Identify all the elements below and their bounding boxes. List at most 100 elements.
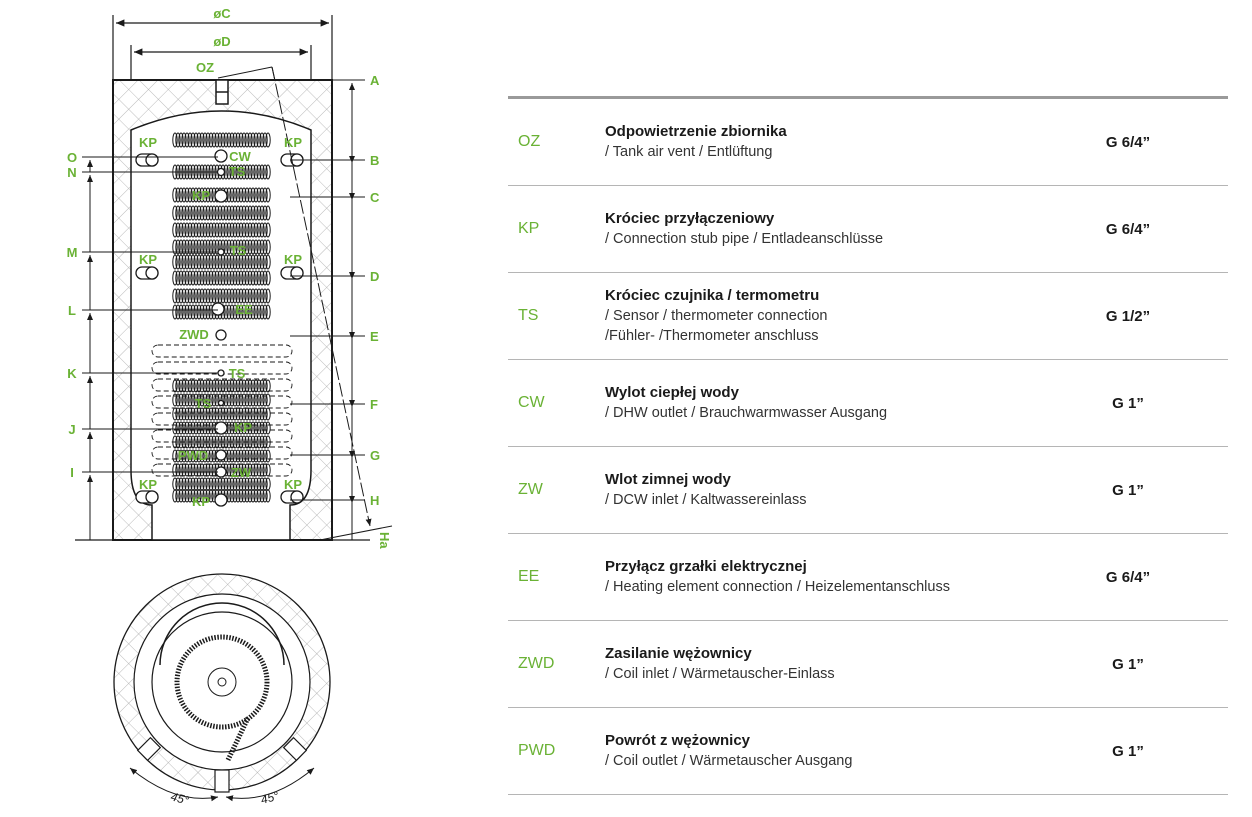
tilt-height-label: Ha: [377, 532, 392, 549]
row-title: Przyłącz grzałki elektrycznej: [605, 558, 807, 575]
row-description: Zasilanie wężownicy / Coil inlet / Wärmet…: [605, 621, 835, 707]
table-row: PWD Powrót z wężownicy / Coil outlet / Wär…: [508, 708, 1228, 795]
row-title: Wylot ciepłej wody: [605, 384, 739, 401]
row-code: ZW: [518, 481, 543, 498]
row-code: ZWD: [518, 655, 555, 672]
table-row: ZWD Zasilanie wężownicy / Coil inlet / Wär…: [508, 621, 1228, 708]
height-label-g: G: [370, 448, 380, 463]
height-label-b: B: [370, 153, 379, 168]
row-subtitle: / Coil outlet / Wärmetauscher Ausgang: [605, 753, 853, 769]
port-label-pwd: PWD: [178, 448, 208, 463]
heat-exchanger-coils: [151, 132, 293, 503]
row-code: OZ: [518, 133, 541, 150]
row-thread-size: G 1”: [1112, 742, 1144, 760]
row-description: Przyłącz grzałki elektrycznej / Heating e…: [605, 534, 950, 620]
port-label-kp: KP: [284, 252, 302, 267]
table-row: CW Wylot ciepłej wody / DHW outlet / Brauc…: [508, 360, 1228, 447]
port-circle: [214, 493, 228, 507]
height-label-k: K: [67, 366, 77, 381]
row-title: Zasilanie wężownicy: [605, 645, 752, 662]
row-description: Odpowietrzenie zbiornika/ Tank air vent …: [605, 99, 787, 185]
diameter-d-label: øD: [213, 34, 230, 49]
row-code: CW: [518, 394, 545, 411]
row-subtitle: / Heating element connection / Heizeleme…: [605, 579, 950, 595]
table-row: OZ Odpowietrzenie zbiornika/ Tank air ven…: [508, 99, 1228, 186]
table-row: KP Króciec przyłączeniowy / Connection stu…: [508, 186, 1228, 273]
row-thread-size: G 1”: [1112, 655, 1144, 673]
table-row: EE Przyłącz grzałki elektrycznej / Heating…: [508, 534, 1228, 621]
port-circle: [214, 149, 228, 163]
port-circle: [216, 167, 226, 177]
height-label-c: C: [370, 190, 380, 205]
oz-label: OZ: [196, 60, 214, 75]
row-title: Powrót z wężownicy: [605, 732, 751, 749]
table-row: ZW Wlot zimnej wody / DCW inlet / Kaltwass…: [508, 447, 1228, 534]
port-label-ts: TS: [195, 396, 212, 411]
row-code: EE: [518, 568, 540, 585]
height-label-l: L: [68, 303, 76, 318]
port-circle: [217, 248, 225, 256]
height-label-f: F: [370, 397, 378, 412]
tank-technical-drawing: øC øD OZ Ha 45° 45° KP KP: [67, 6, 393, 808]
row-title: Króciec przyłączeniowy: [605, 210, 775, 227]
port-label-zwd: ZWD: [179, 327, 209, 342]
port-label-kp: KP: [234, 420, 252, 435]
height-label-m: M: [67, 245, 78, 260]
row-description: Króciec przyłączeniowy / Connection stub …: [605, 186, 883, 272]
row-thread-size: G 6/4”: [1105, 220, 1151, 238]
diameter-c-label: øC: [213, 6, 231, 21]
height-label-o: O: [67, 150, 77, 165]
port-label-cw: CW: [229, 149, 251, 164]
row-thread-size: G 1/2”: [1105, 307, 1151, 325]
height-label-h: H: [370, 493, 379, 508]
port-circle: [215, 329, 227, 341]
row-thread-size: G 6/4”: [1105, 568, 1151, 586]
row-code: TS: [518, 307, 539, 324]
row-title: Króciec czujnika / termometru: [605, 287, 820, 304]
port-label-ts: TS: [229, 366, 246, 381]
row-description: Wlot zimnej wody / DCW inlet / Kaltwasser…: [605, 447, 806, 533]
angle-label-left: 45°: [169, 789, 190, 807]
height-label-e: E: [370, 329, 379, 344]
row-code: KP: [518, 220, 540, 237]
port-circle: [214, 189, 228, 203]
height-label-i: I: [70, 465, 74, 480]
row-code: PWD: [518, 742, 556, 759]
row-subtitle: / Sensor / thermometer connection: [605, 308, 828, 324]
port-label-kp: KP: [284, 135, 302, 150]
table-row: TS Króciec czujnika / termometru / Sensor …: [508, 273, 1228, 360]
port-circle: [211, 302, 225, 316]
height-label-n: N: [67, 165, 76, 180]
port-label-kp: KP: [139, 135, 157, 150]
port-label-ts: TS: [230, 243, 247, 258]
port-label-kp: KP: [192, 494, 210, 509]
row-subtitle: / DCW inlet / Kaltwassereinlass: [605, 492, 807, 508]
port-label-kp: KP: [139, 477, 157, 492]
row-title: Wlot zimnej wody: [605, 471, 731, 488]
row-thread-size: G 1”: [1112, 481, 1144, 499]
port-label-kp: KP: [284, 477, 302, 492]
row-subtitle: / Coil inlet / Wärmetauscher-Einlass: [605, 666, 835, 682]
row-description: Wylot ciepłej wody / DHW outlet / Brauchw…: [605, 360, 887, 446]
height-label-a: A: [370, 73, 380, 88]
height-label-d: D: [370, 269, 379, 284]
row-title: Odpowietrzenie zbiornika: [605, 123, 787, 140]
table-top-rule: [508, 96, 1228, 99]
connections-table: OZ Odpowietrzenie zbiornika/ Tank air ven…: [508, 96, 1228, 795]
port-label-ee: EE: [235, 302, 253, 317]
height-dimensions-right: [290, 79, 365, 540]
height-dimensions-left: [82, 156, 218, 540]
row-subtitle: / Connection stub pipe / Entladeanschlüs…: [605, 231, 884, 247]
port-label-kp: KP: [192, 188, 210, 203]
port-label-kp: KP: [139, 252, 157, 267]
angle-label-right: 45°: [259, 789, 280, 807]
height-label-j: J: [68, 422, 75, 437]
row-description: Króciec czujnika / termometru / Sensor / …: [605, 273, 827, 359]
port-circle: [217, 369, 225, 377]
row-description: Powrót z wężownicy / Coil outlet / Wärmet…: [605, 708, 852, 794]
port-circle: [217, 399, 225, 407]
port-label-zw: ZW: [231, 465, 252, 480]
row-subtitle: / DHW outlet / Brauchwarmwasser Ausgang: [605, 405, 888, 421]
port-circle: [214, 421, 228, 435]
tank-top-view: [113, 573, 331, 802]
